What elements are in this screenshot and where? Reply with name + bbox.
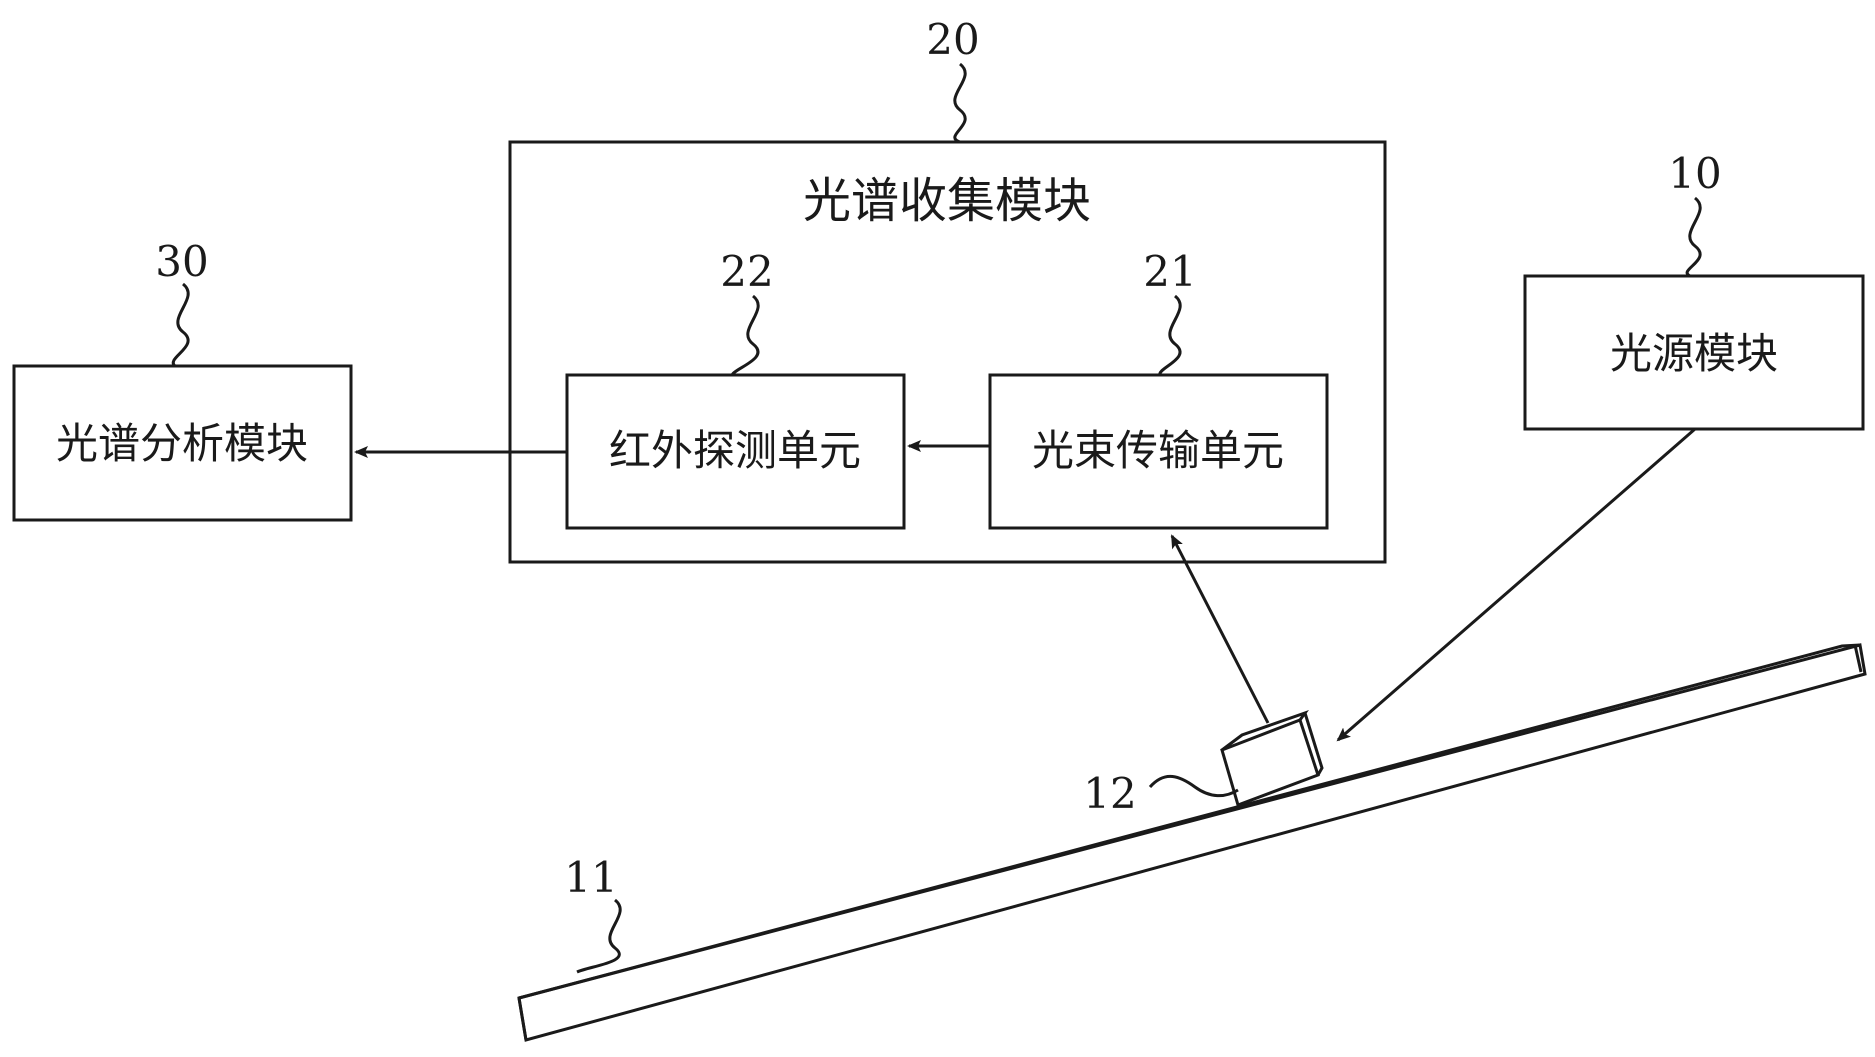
leader-11 bbox=[577, 900, 620, 972]
ref-22: 22 bbox=[720, 247, 773, 296]
spectrum-collection-module-title: 光谱收集模块 bbox=[803, 173, 1091, 229]
leader-30 bbox=[173, 284, 188, 366]
leader-20 bbox=[955, 64, 965, 142]
ref-20: 20 bbox=[926, 15, 979, 64]
arrow-probe-to-transmission bbox=[1172, 536, 1268, 723]
ref-10: 10 bbox=[1668, 149, 1721, 198]
leader-21 bbox=[1160, 296, 1180, 375]
ref-12: 12 bbox=[1083, 769, 1136, 818]
rail-body bbox=[519, 645, 1865, 1040]
leader-12 bbox=[1150, 776, 1238, 795]
beam-transmission-unit-label: 光束传输单元 bbox=[1032, 426, 1284, 475]
ref-30: 30 bbox=[155, 237, 208, 286]
arrow-source-to-probe bbox=[1338, 429, 1695, 740]
light-source-module-label: 光源模块 bbox=[1610, 329, 1778, 378]
ref-21: 21 bbox=[1143, 247, 1196, 296]
infrared-detection-unit-label: 红外探测单元 bbox=[609, 426, 861, 475]
ref-11: 11 bbox=[564, 853, 617, 902]
leader-10 bbox=[1687, 198, 1700, 276]
spectrum-analysis-module-label: 光谱分析模块 bbox=[56, 419, 308, 468]
leader-22 bbox=[732, 296, 758, 375]
